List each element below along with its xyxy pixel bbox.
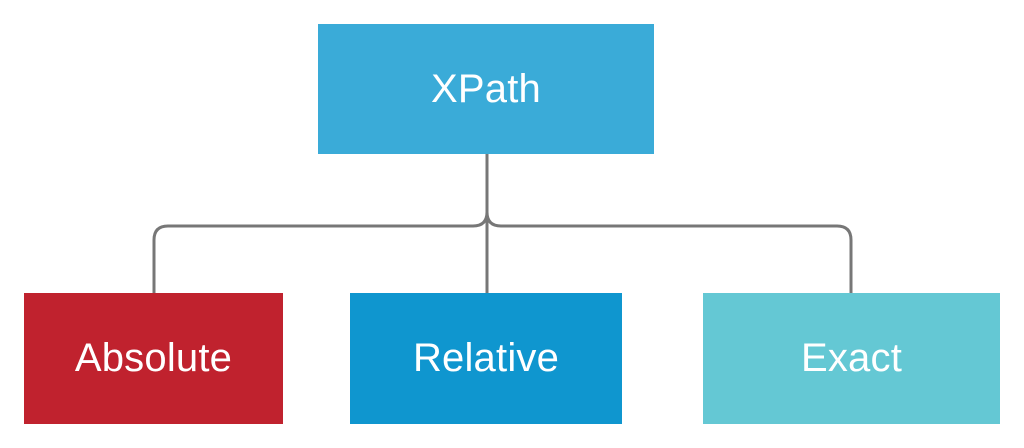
node-xpath-label: XPath bbox=[431, 66, 541, 111]
node-relative-label: Relative bbox=[412, 336, 560, 380]
connector-to-exact bbox=[485, 210, 853, 295]
node-xpath: XPath bbox=[318, 24, 654, 154]
node-absolute-label: Absolute bbox=[74, 336, 233, 380]
connector-to-absolute bbox=[152, 210, 489, 295]
node-exact-label: Exact bbox=[800, 336, 903, 380]
node-relative: Relative bbox=[350, 293, 622, 424]
node-absolute: Absolute bbox=[24, 293, 283, 424]
node-exact: Exact bbox=[703, 293, 1000, 424]
